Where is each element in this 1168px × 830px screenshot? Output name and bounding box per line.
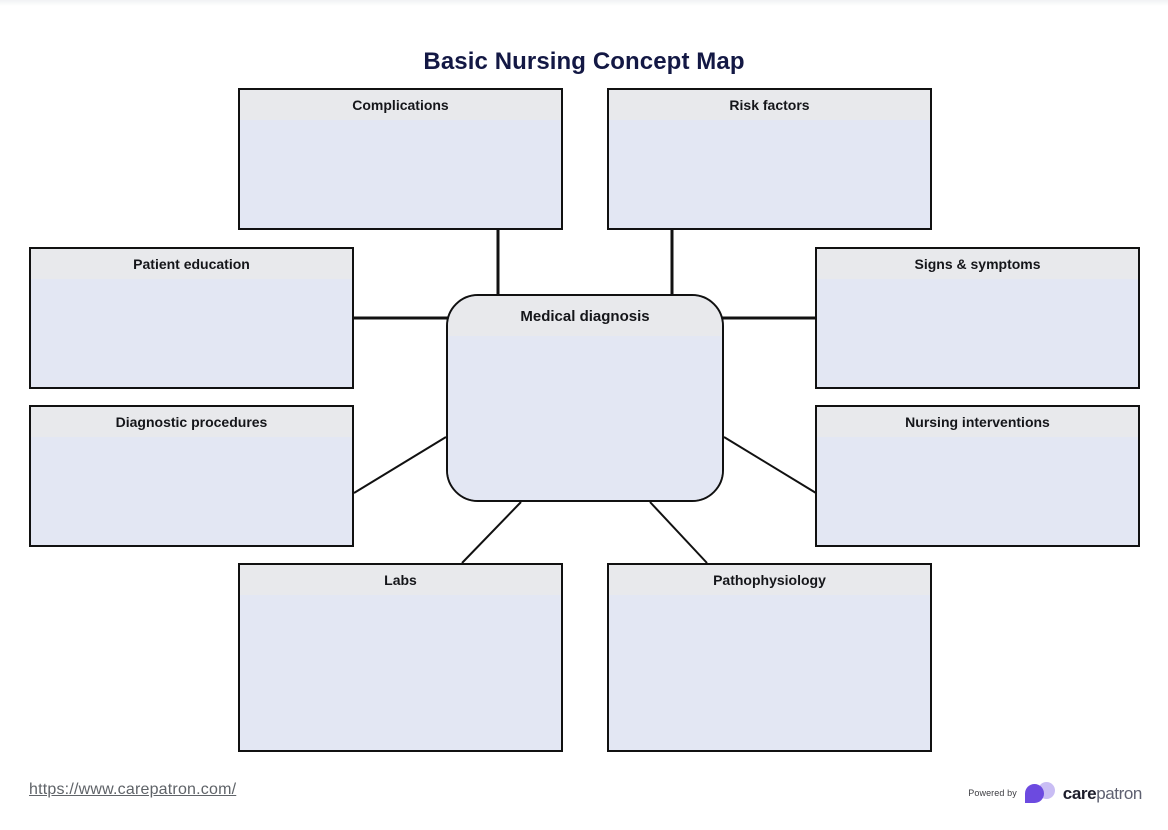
carepatron-website-link[interactable]: https://www.carepatron.com/ bbox=[29, 781, 237, 798]
node-header-medical-diagnosis: Medical diagnosis bbox=[448, 296, 722, 336]
node-content-area-diagnostic-procedures[interactable] bbox=[31, 437, 352, 545]
connector-pathophysiology-to-medical-diagnosis bbox=[649, 501, 708, 564]
node-header-signs-symptoms: Signs & symptoms bbox=[817, 249, 1138, 279]
carepatron-brand-footer: Powered by carepatron bbox=[968, 779, 1142, 807]
node-header-risk-factors: Risk factors bbox=[609, 90, 930, 120]
node-header-labs: Labs bbox=[240, 565, 561, 595]
node-content-area-pathophysiology[interactable] bbox=[609, 595, 930, 750]
node-title-complications: Complications bbox=[352, 97, 449, 113]
connector-diagnostic-procedures-to-medical-diagnosis bbox=[353, 436, 447, 494]
node-content-area-complications[interactable] bbox=[240, 120, 561, 228]
concept-node-patient-education[interactable]: Patient education bbox=[29, 247, 354, 389]
node-title-labs: Labs bbox=[384, 572, 417, 588]
connector-labs-to-medical-diagnosis bbox=[461, 501, 522, 564]
node-header-complications: Complications bbox=[240, 90, 561, 120]
node-content-area-risk-factors[interactable] bbox=[609, 120, 930, 228]
carepatron-wordmark: carepatron bbox=[1062, 783, 1143, 803]
brand-name-light: patron bbox=[1096, 783, 1142, 803]
node-content-area-nursing-interventions[interactable] bbox=[817, 437, 1138, 545]
concept-node-risk-factors[interactable]: Risk factors bbox=[607, 88, 932, 230]
node-content-area-labs[interactable] bbox=[240, 595, 561, 750]
concept-node-pathophysiology[interactable]: Pathophysiology bbox=[607, 563, 932, 752]
node-title-risk-factors: Risk factors bbox=[729, 97, 810, 113]
brand-name-bold: care bbox=[1062, 783, 1097, 803]
powered-by-label: Powered by bbox=[968, 788, 1017, 798]
concept-node-labs[interactable]: Labs bbox=[238, 563, 563, 752]
node-content-area-patient-education[interactable] bbox=[31, 279, 352, 387]
connector-nursing-interventions-to-medical-diagnosis bbox=[723, 436, 817, 494]
node-title-medical-diagnosis: Medical diagnosis bbox=[520, 307, 650, 325]
node-header-pathophysiology: Pathophysiology bbox=[609, 565, 930, 595]
concept-node-medical-diagnosis[interactable]: Medical diagnosis bbox=[446, 294, 724, 502]
page-top-edge-strip bbox=[0, 0, 1168, 6]
concept-node-complications[interactable]: Complications bbox=[238, 88, 563, 230]
carepatron-blob-icon bbox=[1024, 782, 1055, 804]
node-header-diagnostic-procedures: Diagnostic procedures bbox=[31, 407, 352, 437]
concept-node-nursing-interventions[interactable]: Nursing interventions bbox=[815, 405, 1140, 547]
node-title-signs-symptoms: Signs & symptoms bbox=[914, 256, 1041, 272]
concept-node-signs-symptoms[interactable]: Signs & symptoms bbox=[815, 247, 1140, 389]
concept-node-diagnostic-procedures[interactable]: Diagnostic procedures bbox=[29, 405, 354, 547]
node-content-area-signs-symptoms[interactable] bbox=[817, 279, 1138, 387]
blob-front-shape bbox=[1024, 784, 1044, 803]
node-header-nursing-interventions: Nursing interventions bbox=[817, 407, 1138, 437]
node-title-patient-education: Patient education bbox=[133, 256, 250, 272]
page-title: Basic Nursing Concept Map bbox=[423, 48, 745, 76]
node-title-pathophysiology: Pathophysiology bbox=[713, 572, 826, 588]
node-title-diagnostic-procedures: Diagnostic procedures bbox=[115, 414, 268, 430]
node-content-area-medical-diagnosis[interactable] bbox=[448, 336, 722, 500]
node-title-nursing-interventions: Nursing interventions bbox=[905, 414, 1050, 430]
node-header-patient-education: Patient education bbox=[31, 249, 352, 279]
